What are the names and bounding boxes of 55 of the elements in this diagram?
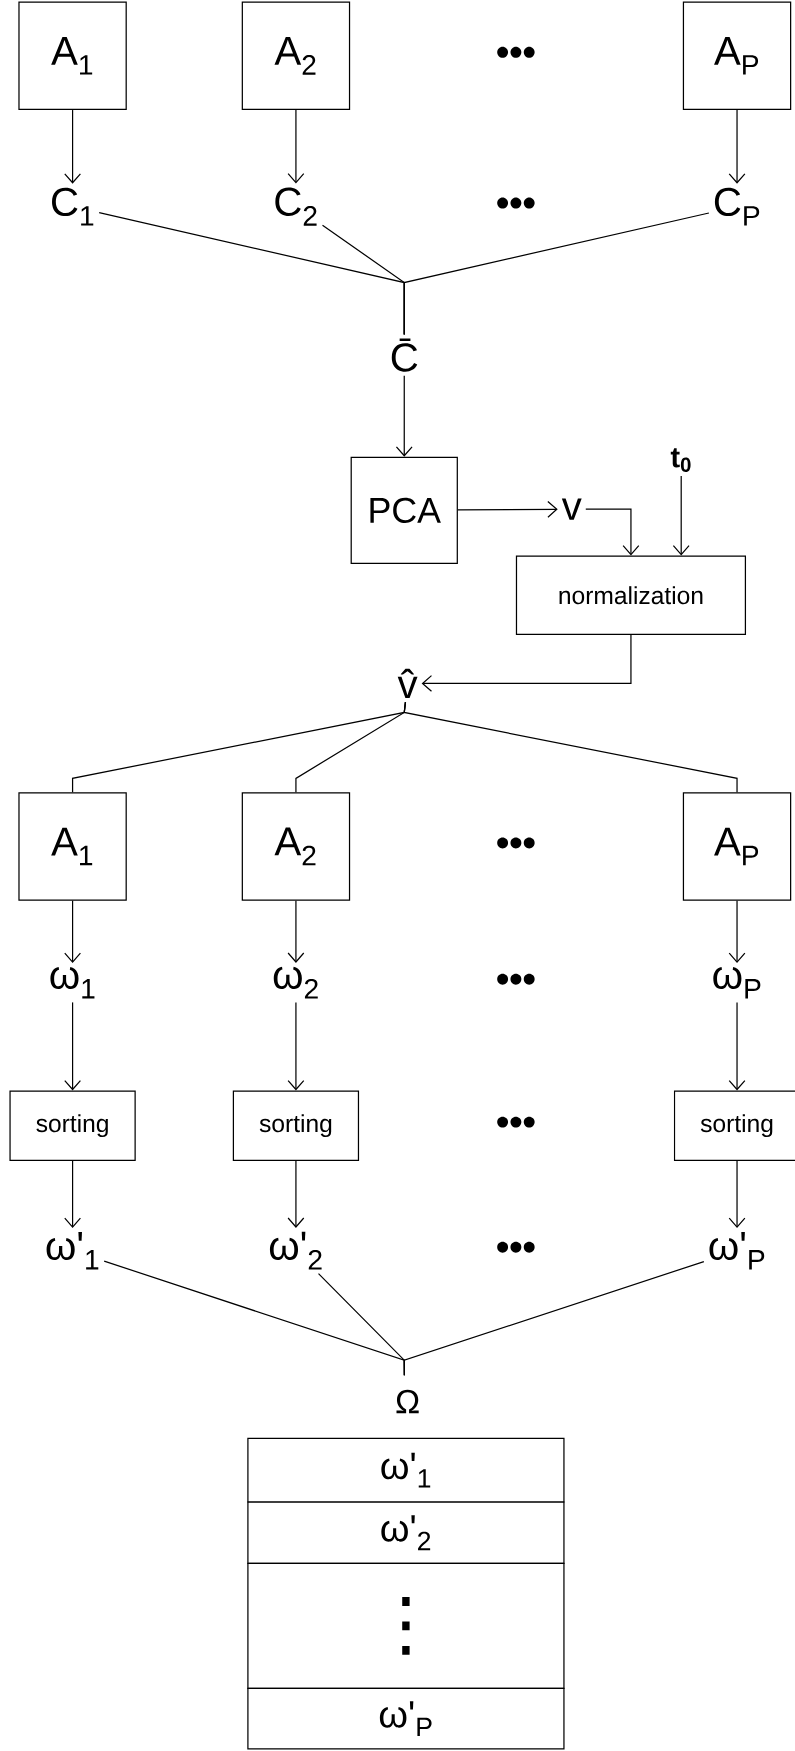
arrow — [287, 1001, 305, 1091]
symbol-label: C$_{1}$ — [51, 187, 94, 226]
table-cell: ⋮ — [247, 1562, 565, 1690]
ellipsis-dots: ••• — [497, 46, 535, 58]
ellipsis-dots: ••• — [497, 1241, 535, 1253]
arrow — [728, 109, 746, 184]
ellipsis-dots: ••• — [497, 837, 535, 849]
process-box: sorting — [673, 1090, 795, 1161]
arrow — [64, 1001, 81, 1091]
arrow — [287, 109, 305, 184]
connector-line — [403, 1260, 705, 1376]
matrix-box: A$_{1}$ — [18, 792, 127, 901]
table-cell: ω'$_{P}$ — [247, 1687, 565, 1750]
arrow — [672, 475, 690, 556]
table-cell: ω'$_{1}$ — [247, 1437, 565, 1503]
symbol-label: ω$_{1}$ — [50, 967, 95, 999]
matrix-box: A$_{P}$ — [682, 792, 792, 901]
arrow — [728, 900, 746, 964]
ellipsis-dots: ••• — [497, 973, 535, 985]
process-box: sorting — [9, 1090, 136, 1161]
arrow — [64, 1160, 81, 1229]
table-cell: ω'$_{2}$ — [247, 1501, 565, 1565]
arrow — [728, 1160, 746, 1229]
ellipsis-dots: ••• — [497, 1116, 535, 1128]
connector-line — [403, 212, 710, 336]
arrow — [457, 500, 558, 518]
process-box: normalization — [515, 555, 746, 635]
symbol-label: ω'$_{2}$ — [269, 1231, 322, 1270]
symbol-label: v — [561, 498, 582, 520]
symbol-label: ω$_{P}$ — [713, 967, 761, 999]
matrix-box: A$_{1}$ — [18, 1, 127, 111]
connector-line — [403, 701, 738, 793]
arrow — [287, 1160, 305, 1228]
symbol-label: C$_{P}$ — [714, 187, 760, 226]
symbol-label: t$_{0}$ — [670, 448, 691, 472]
arrow — [421, 634, 632, 692]
symbol-label: ω'$_{1}$ — [46, 1232, 99, 1270]
arrow — [585, 508, 640, 556]
symbol-label: v̂ — [397, 668, 418, 699]
arrow — [728, 1001, 746, 1091]
ellipsis-dots: ••• — [497, 197, 535, 209]
table-title: Ω — [396, 1389, 419, 1414]
arrow — [395, 375, 413, 457]
symbol-label: C̄ — [391, 338, 418, 372]
arrow — [64, 900, 81, 964]
matrix-box: A$_{2}$ — [241, 792, 351, 901]
symbol-label: ω$_{2}$ — [273, 966, 318, 999]
arrow — [64, 109, 81, 184]
matrix-box: A$_{P}$ — [682, 1, 792, 111]
matrix-box: A$_{2}$ — [241, 1, 351, 111]
symbol-label: ω'$_{P}$ — [709, 1232, 765, 1270]
process-box: PCA — [350, 456, 458, 564]
process-box: sorting — [232, 1090, 360, 1161]
symbol-label: C$_{2}$ — [275, 187, 317, 226]
arrow — [287, 900, 305, 963]
